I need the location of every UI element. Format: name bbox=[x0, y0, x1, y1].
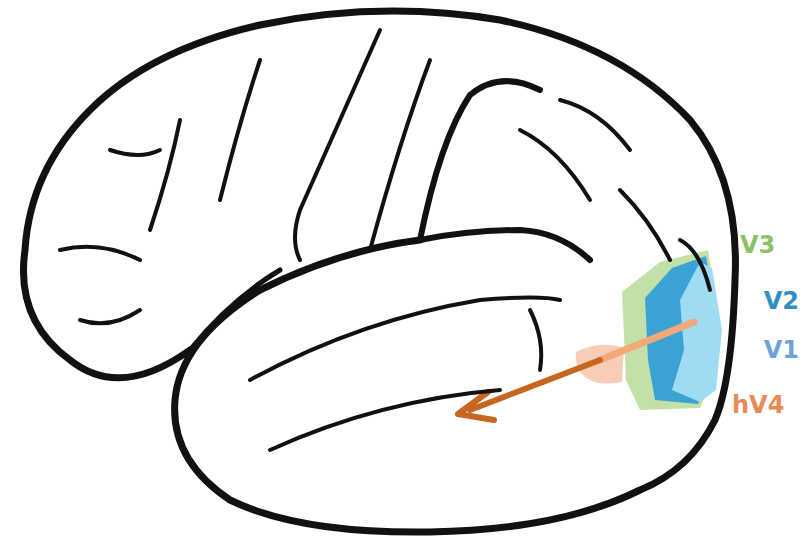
area-label: V1 bbox=[764, 338, 799, 362]
sulci bbox=[60, 30, 710, 450]
area-label: V3 bbox=[740, 233, 775, 257]
arrow-head bbox=[458, 392, 494, 420]
sulcus bbox=[420, 81, 540, 240]
sylvian-fissure bbox=[420, 230, 590, 260]
stream-arrow bbox=[600, 322, 694, 360]
area-label: hV4 bbox=[732, 393, 784, 417]
sulcus bbox=[190, 270, 280, 350]
v1-region bbox=[672, 262, 722, 402]
stream-arrow bbox=[470, 360, 600, 410]
area-label: V2 bbox=[764, 289, 799, 313]
brain-outline bbox=[23, 11, 735, 532]
